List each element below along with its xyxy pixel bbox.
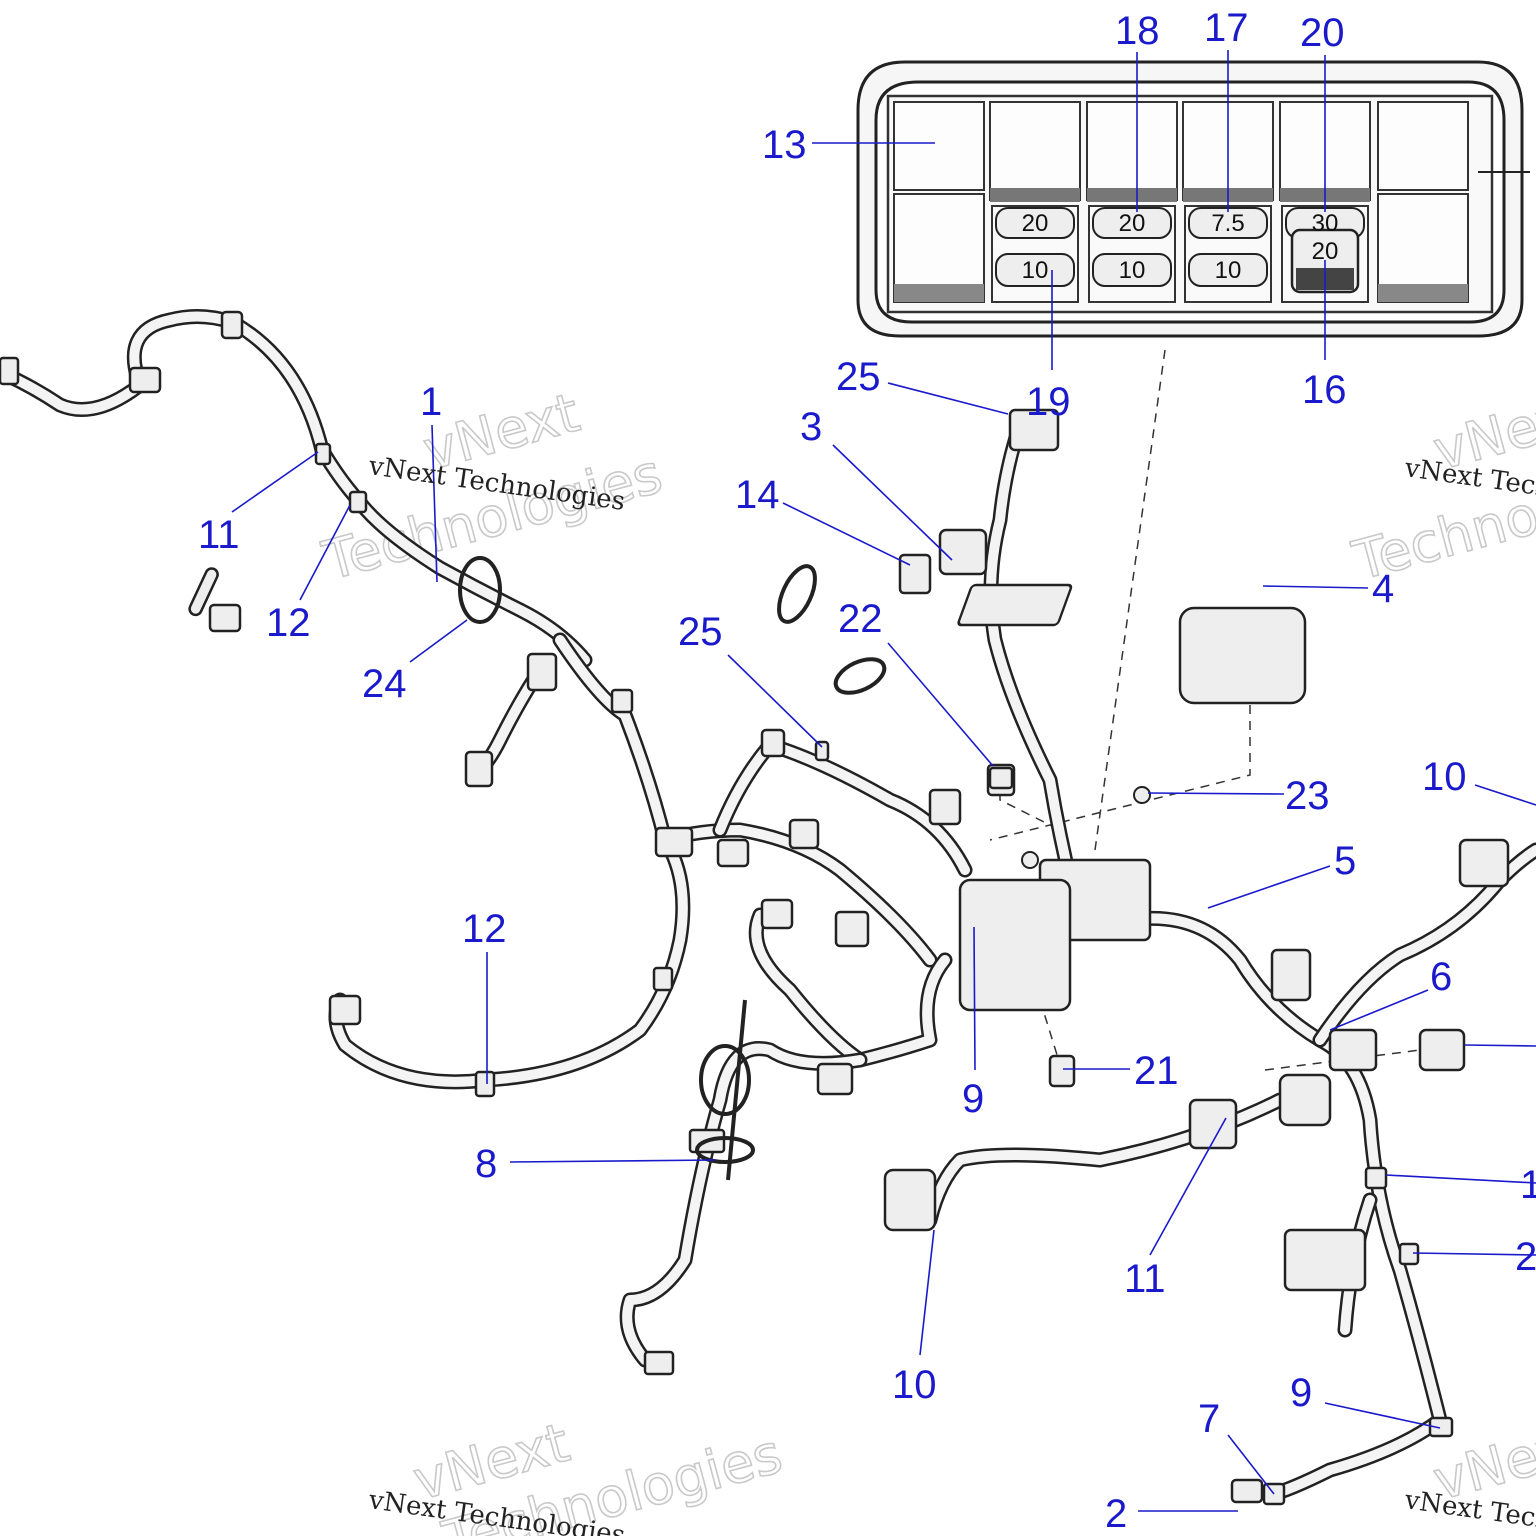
callout-8: 8 (475, 1142, 497, 1186)
callout-9-bottom: 9 (1290, 1371, 1312, 1415)
callout-23: 23 (1285, 774, 1330, 818)
callout-18: 18 (1115, 9, 1160, 53)
callout-1-right: 1 (1520, 1163, 1536, 1207)
callout-3: 3 (800, 405, 822, 449)
callout-10-bottom: 10 (892, 1363, 937, 1407)
callout-14: 14 (735, 473, 780, 517)
callout-19: 19 (1026, 380, 1071, 424)
callout-11-bottom: 11 (1124, 1257, 1166, 1301)
callout-11-top: 11 (198, 513, 240, 557)
fuse-rating: 30 (1312, 210, 1339, 237)
callout-7: 7 (1198, 1397, 1220, 1441)
callout-13: 13 (762, 123, 807, 167)
fuse-rating: 10 (1022, 257, 1049, 284)
callout-9-mid: 9 (962, 1077, 984, 1121)
relay-row-bottom (893, 193, 1469, 303)
fuse-rating: 20 (1022, 210, 1049, 237)
callout-4: 4 (1372, 567, 1394, 611)
fuse-rating: 7.5 (1211, 210, 1244, 237)
connectors (0, 310, 1510, 1506)
callout-25-top: 25 (836, 355, 881, 399)
callout-12-top: 12 (266, 601, 311, 645)
callout-6: 6 (1430, 955, 1452, 999)
callout-2-right: 2 (1515, 1235, 1536, 1279)
callout-labels: 13 18 17 20 19 16 25 3 14 4 1 11 12 24 2… (198, 6, 1536, 1536)
callout-25-mid: 25 (678, 610, 723, 654)
fuse-rating: 20 (1119, 210, 1146, 237)
watermark-bottom: vNext Technologies (406, 1410, 789, 1536)
callout-leaders (231, 50, 1536, 1512)
callout-16: 16 (1302, 368, 1347, 412)
callout-17: 17 (1204, 6, 1249, 50)
callout-20: 20 (1300, 11, 1345, 55)
callout-21: 21 (1134, 1049, 1179, 1093)
callout-1: 1 (420, 380, 442, 424)
callout-24: 24 (362, 662, 407, 706)
fuse-box-inset: 20 20 7.5 30 10 10 10 20 (855, 60, 1530, 340)
fuse-rating: 10 (1119, 257, 1146, 284)
callout-10-right: 10 (1422, 755, 1467, 799)
callout-2-bottom: 2 (1105, 1492, 1127, 1536)
fuse-ratings: 20 20 7.5 30 10 10 10 20 (1022, 210, 1339, 284)
callout-5: 5 (1334, 839, 1356, 883)
fuse-rating: 10 (1215, 257, 1242, 284)
callout-22: 22 (838, 597, 883, 641)
callout-12-mid: 12 (462, 907, 507, 951)
